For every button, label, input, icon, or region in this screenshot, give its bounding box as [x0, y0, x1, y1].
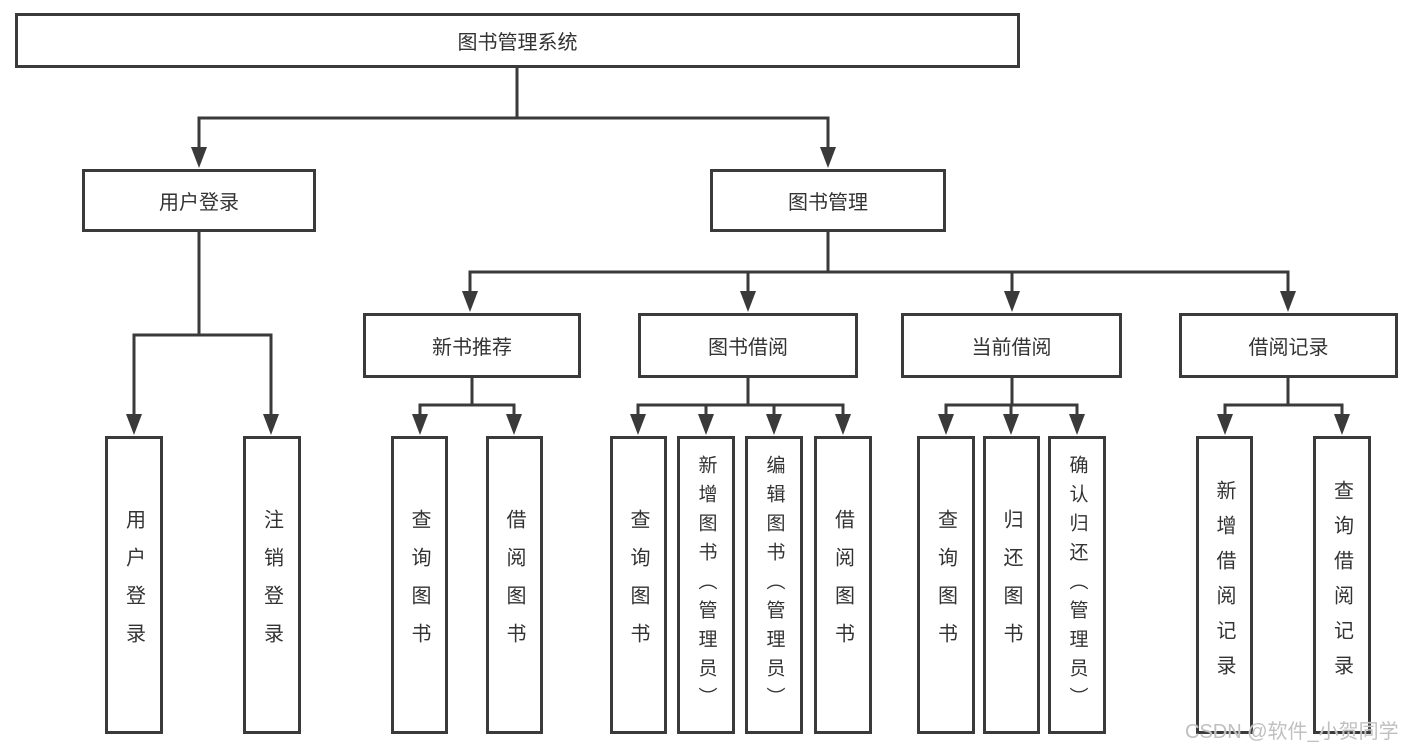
- leaf-label: 新增借阅记录: [1213, 480, 1235, 690]
- leaf-label: 查询图书: [408, 509, 430, 661]
- leaf-label: 确认归还（管理员）: [1066, 454, 1088, 716]
- leaf-add-borrow-record: 新增借阅记录: [1196, 436, 1253, 734]
- leaf-label: 编辑图书（管理员）: [763, 454, 785, 716]
- leaf-label: 新增图书（管理员）: [695, 454, 717, 716]
- leaf-user-login: 用户登录: [105, 436, 163, 734]
- node-user-login: 用户登录: [82, 169, 316, 232]
- leaf-add-book-admin: 新增图书（管理员）: [677, 436, 735, 734]
- node-book-borrow: 图书借阅: [638, 313, 858, 378]
- leaf-return-book: 归还图书: [983, 436, 1040, 734]
- leaf-label: 借阅图书: [831, 509, 854, 661]
- leaf-query-borrow-record: 查询借阅记录: [1313, 436, 1371, 734]
- node-label: 图书管理系统: [457, 32, 578, 54]
- leaf-query-book-current: 查询图书: [917, 436, 975, 734]
- leaf-query-book-borrow: 查询图书: [610, 436, 667, 734]
- watermark: CSDN @软件_小贺同学: [1185, 721, 1399, 743]
- node-label: 借阅记录: [1248, 337, 1329, 359]
- leaf-label: 注销登录: [260, 509, 283, 661]
- leaf-label: 查询图书: [934, 509, 957, 661]
- node-label: 用户登录: [159, 192, 239, 214]
- leaf-query-book-recommend: 查询图书: [391, 436, 448, 734]
- leaf-label: 查询借阅记录: [1330, 480, 1353, 690]
- node-label: 图书借阅: [708, 337, 788, 359]
- node-library-system: 图书管理系统: [15, 13, 1020, 68]
- leaf-label: 用户登录: [122, 509, 145, 661]
- leaf-label: 查询图书: [627, 509, 649, 661]
- leaf-borrow-book: 借阅图书: [814, 436, 872, 734]
- leaf-label: 归还图书: [1000, 509, 1022, 661]
- leaf-edit-book-admin: 编辑图书（管理员）: [745, 436, 803, 734]
- node-current-borrow: 当前借阅: [901, 313, 1122, 378]
- node-label: 图书管理: [788, 192, 868, 214]
- node-book-management: 图书管理: [710, 169, 946, 232]
- leaf-label: 借阅图书: [503, 509, 525, 661]
- leaf-confirm-return-admin: 确认归还（管理员）: [1048, 436, 1106, 734]
- leaf-logout: 注销登录: [243, 436, 301, 734]
- node-borrow-records: 借阅记录: [1179, 313, 1398, 378]
- node-label: 新书推荐: [432, 337, 512, 359]
- node-label: 当前借阅: [971, 337, 1052, 359]
- leaf-borrow-book-recommend: 借阅图书: [486, 436, 543, 734]
- node-new-book-recommend: 新书推荐: [363, 313, 581, 378]
- arrowheads: [126, 147, 1350, 435]
